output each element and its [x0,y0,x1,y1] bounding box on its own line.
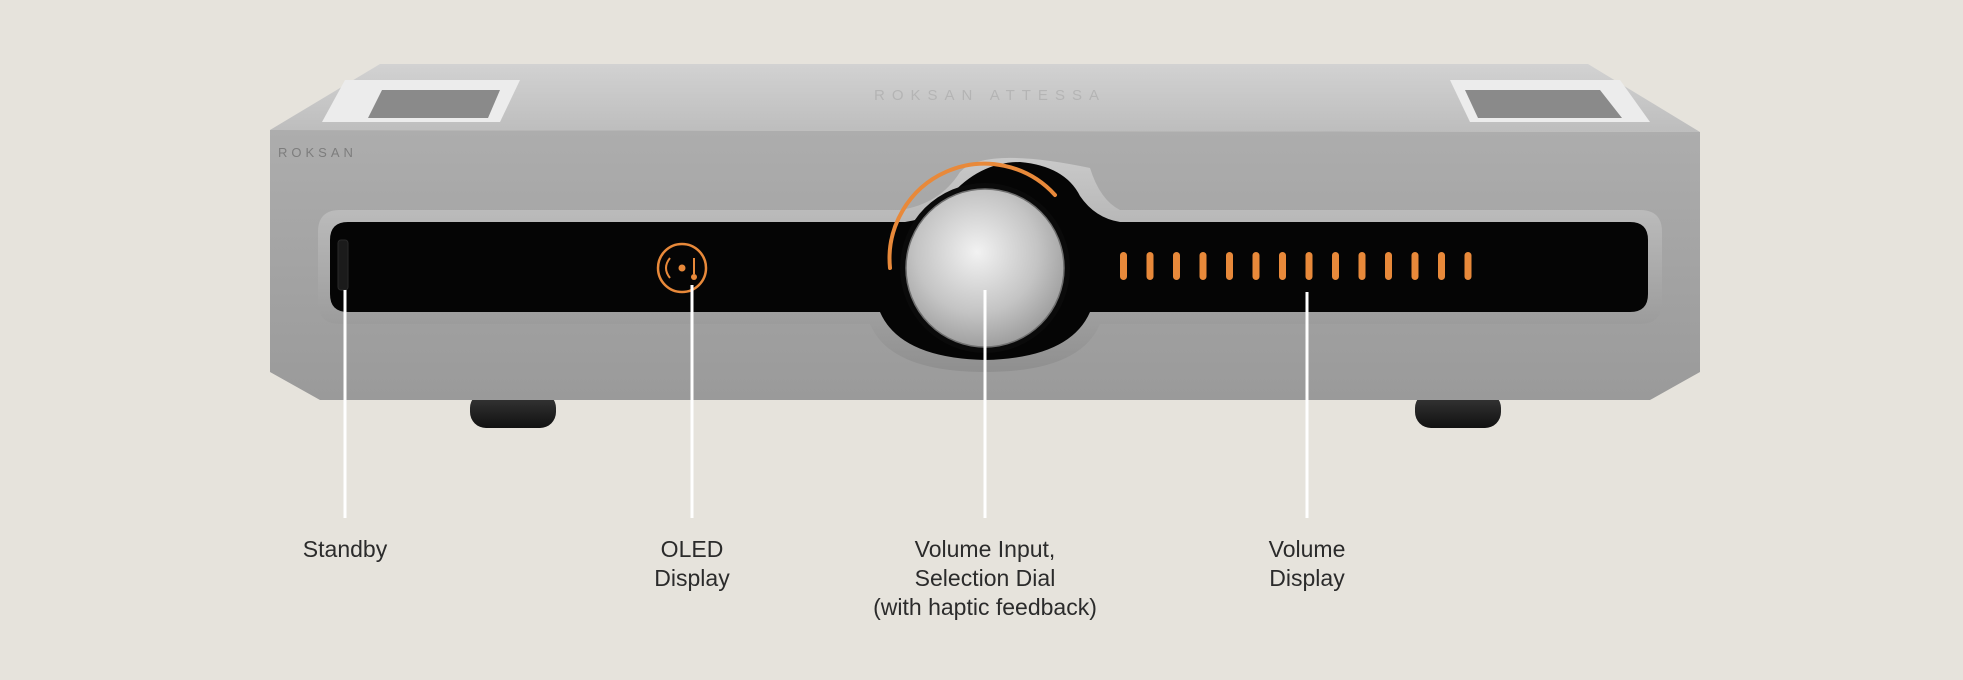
callout-lines [343,285,1309,518]
volume-bar [1464,252,1472,280]
right-foot [1415,392,1501,428]
feet [470,392,1501,428]
top-logo: ROKSAN ATTESSA [874,87,1106,104]
volume-bar [1252,252,1260,280]
label-volume-display: Volume Display [1269,535,1346,593]
label-line: Display [654,565,730,591]
label-line: (with haptic feedback) [873,594,1097,620]
volume-bar [1199,252,1207,280]
label-line: Selection Dial [914,565,1056,591]
left-foot [470,392,556,428]
label-line: OLED [660,536,724,562]
volume-bar [1173,252,1180,280]
volume-bar [1146,252,1154,280]
label-line: Volume [1268,536,1346,562]
standby-button[interactable] [337,239,349,291]
chassis-top [270,64,1700,132]
volume-dial[interactable] [900,183,1070,353]
label-line: Display [1269,565,1345,591]
volume-bar [1358,252,1366,280]
top-vents [322,80,1650,122]
volume-bar [1332,252,1339,280]
label-volume-dial: Volume Input, Selection Dial (with hapti… [873,535,1097,622]
front-logo: ROKSAN [278,145,357,160]
turntable-icon [656,242,708,294]
volume-bar [1120,252,1127,280]
volume-bar [1411,252,1419,280]
volume-bar [1279,252,1286,280]
volume-ring [887,161,1057,270]
volume-bar [1385,252,1392,280]
volume-bar [1305,252,1313,280]
volume-bar [1438,252,1445,280]
label-oled-display: OLED Display [654,535,729,593]
label-line: Volume Input, [914,536,1056,562]
label-line: Standby [302,536,388,562]
volume-bars [1120,252,1472,280]
label-standby: Standby [303,535,387,564]
volume-bar [1226,252,1233,280]
